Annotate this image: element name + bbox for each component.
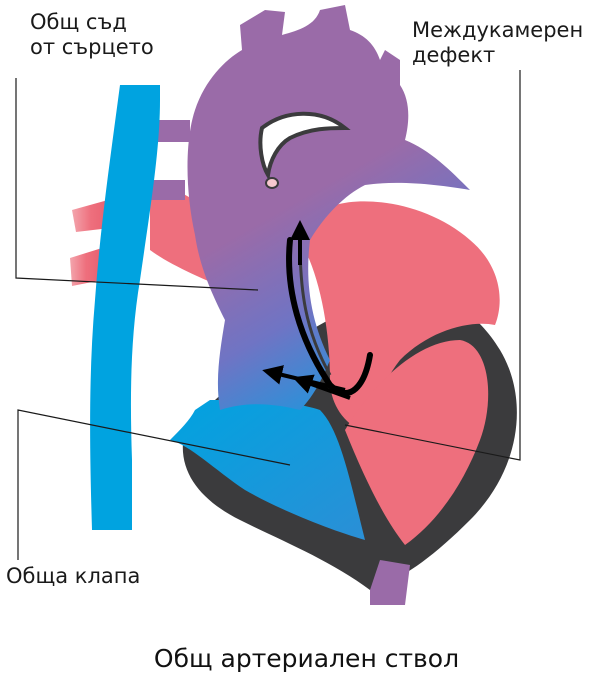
label-common-valve: Обща клапа — [6, 564, 141, 588]
pointer-line-common-valve — [17, 409, 291, 560]
flow-arrow-main — [286, 237, 373, 396]
flow-arrow-left-2 — [292, 374, 351, 400]
truncus-arteriosus — [187, 5, 470, 410]
pulmonary-vessel-upper — [72, 200, 110, 232]
label-vsd-line2: дефект — [412, 43, 496, 67]
label-common-vessel-line2: от сърцето — [30, 35, 154, 59]
arch-opening — [258, 111, 351, 181]
descending-vessel — [370, 560, 410, 605]
label-common-vessel: Общ съд от сърцето — [30, 10, 154, 60]
pointer-line-common-vessel — [15, 78, 259, 291]
diagram-caption: Общ артериален ствол — [153, 644, 460, 673]
label-common-vessel-line1: Общ съд — [30, 10, 127, 34]
purple-stub-upper — [155, 120, 190, 142]
vena-cava — [90, 85, 160, 530]
left-ventricle — [345, 340, 489, 545]
arch-small-opening — [265, 177, 279, 189]
label-ventricular-septal-defect: Междукамерен дефект — [412, 18, 583, 68]
pointer-line-vsd — [344, 70, 521, 461]
right-ventricle — [170, 400, 365, 540]
pulmonary-vessel-lower — [70, 248, 102, 286]
left-atrium — [305, 201, 500, 430]
label-vsd-line1: Междукамерен — [412, 18, 584, 42]
purple-stub-lower — [150, 180, 185, 200]
